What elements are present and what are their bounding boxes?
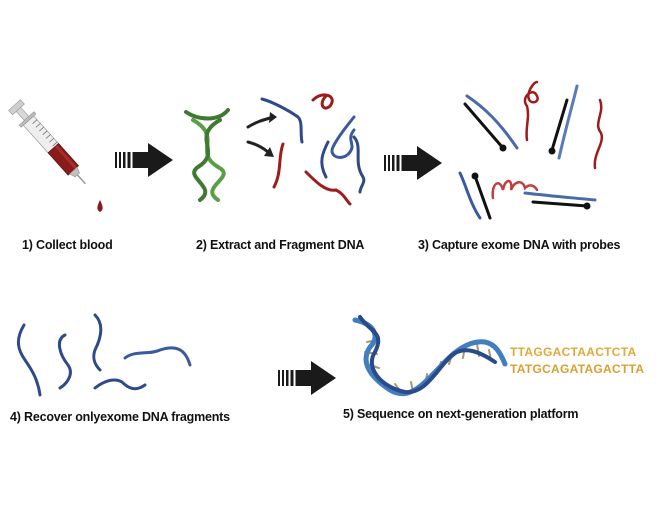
syringe-icon <box>0 88 110 218</box>
probes-capture-icon <box>455 78 620 228</box>
exome-fragments-icon <box>10 310 205 400</box>
sequence-read-2: TATGCAGATAGACTTA <box>510 362 645 376</box>
arrow-right-icon <box>384 146 446 180</box>
dna-helix-icon <box>345 312 510 402</box>
step-1-label: 1) Collect blood <box>22 238 113 252</box>
step-4-label: 4) Recover onlyexome DNA fragments <box>10 410 230 424</box>
arrow-right-icon <box>115 143 177 177</box>
dna-fragments-icon <box>178 82 378 212</box>
step-2-label: 2) Extract and Fragment DNA <box>196 238 365 252</box>
sequence-read-1: TTAGGACTAACTCTA <box>510 345 637 359</box>
step-3-label: 3) Capture exome DNA with probes <box>418 238 621 252</box>
arrow-right-icon <box>278 361 340 395</box>
step-5-label: 5) Sequence on next-generation platform <box>343 407 579 421</box>
